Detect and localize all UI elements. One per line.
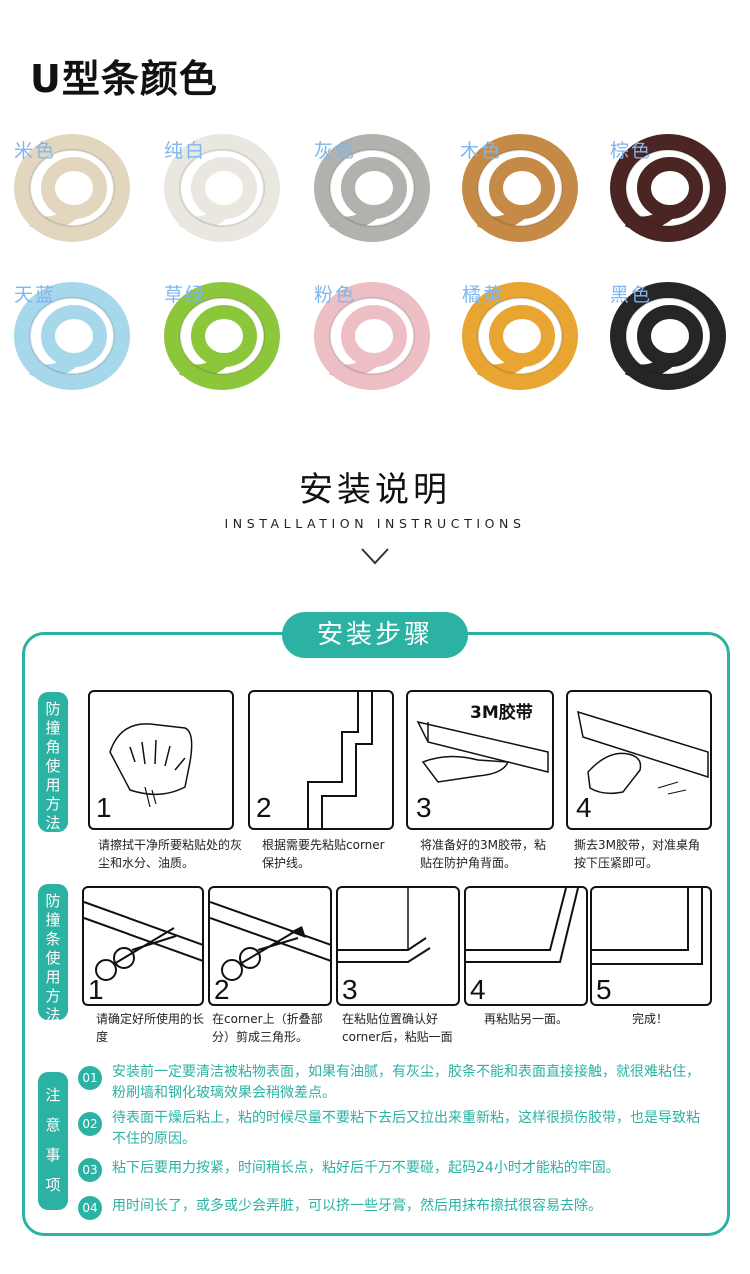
apply-other-side-illustration (466, 888, 579, 963)
color-swatch: 天蓝 (12, 278, 130, 396)
color-label: 草绿 (164, 284, 207, 306)
color-label: 纯白 (164, 140, 207, 162)
step-number: 4 (470, 974, 486, 1005)
step-caption: 在corner上（折叠部分）剪成三角形。 (212, 1012, 323, 1044)
corner-step-3: 3 (406, 690, 554, 830)
color-label: 黑色 (610, 284, 653, 306)
color-swatch: 棕色 (608, 130, 726, 248)
coil-image (314, 282, 430, 390)
color-swatch: 灰色 (312, 130, 430, 248)
notes-section-label: 注意事项 (38, 1072, 68, 1210)
corner-step-2: 2 (248, 690, 394, 830)
instructions-subtitle: INSTALLATION INSTRUCTIONS (224, 516, 526, 531)
note-text: 粘下后要用力按紧，时间稍长点，粘好后千万不要碰，起码24小时才能粘的牢固。 (112, 1160, 620, 1176)
tape-label: 3M胶带 (470, 703, 533, 723)
wiping-hand-illustration (109, 723, 193, 808)
note-number: 01 (78, 1066, 102, 1090)
step-caption: 请擦拭干净所要粘贴处的灰尘和水分、油质。 (98, 838, 243, 870)
corner-step-1: 1 (88, 690, 234, 830)
coil-image (14, 282, 130, 390)
coil-image (164, 282, 280, 390)
tape-apply-illustration (416, 720, 549, 783)
corner-cut-illustration (210, 901, 330, 981)
strip-step-4: 4 (464, 886, 588, 1006)
step-caption: 在粘贴位置确认好corner后，粘贴一面 (342, 1012, 453, 1044)
step-number: 5 (596, 974, 612, 1005)
corner-guard-illustration (307, 692, 373, 828)
coil-image (314, 134, 430, 242)
strip-section-label: 防撞条使用方法 (38, 884, 68, 1024)
step-number: 4 (576, 792, 592, 823)
step-caption: 再粘贴另一面。 (484, 1012, 569, 1026)
strip-step-3: 3 (336, 886, 460, 1006)
color-label: 米色 (14, 140, 57, 162)
note-number: 03 (78, 1158, 102, 1182)
note-number: 04 (78, 1196, 102, 1220)
step-number: 1 (88, 974, 104, 1005)
finished-edge-illustration (592, 888, 703, 965)
note-text: 安装前一定要清洁被粘物表面，如果有油腻，有灰尘，胶条不能和表面直接接触，就很难粘… (112, 1064, 700, 1101)
step-number: 2 (256, 792, 272, 823)
color-swatch: 木色 (460, 130, 578, 248)
step-caption: 将准备好的3M胶带，粘贴在防护角背面。 (420, 838, 546, 870)
step-number: 2 (214, 974, 230, 1005)
strip-step-5: 5 (590, 886, 712, 1006)
color-swatch: 粉色 (312, 278, 430, 396)
step-number: 3 (416, 792, 432, 823)
corner-section-label: 防撞角使用方法 (38, 692, 68, 832)
step-caption: 撕去3M胶带，对准桌角按下压紧即可。 (574, 838, 700, 870)
color-swatch: 橘黄 (460, 278, 578, 396)
step-caption: 请确定好所使用的长度 (96, 1012, 205, 1044)
panel-title: 安装步骤 (282, 612, 468, 658)
color-label: 粉色 (314, 284, 357, 306)
strip-step-2: 2 (208, 886, 332, 1006)
note-text: 待表面干燥后粘上，粘的时候尽量不要粘下去后又拉出来重新粘，这样很损伤胶带，也是导… (112, 1110, 700, 1147)
color-swatch: 黑色 (608, 278, 726, 396)
chevron-down-icon (361, 548, 389, 565)
color-swatch: 草绿 (162, 278, 280, 396)
coil-image (462, 134, 578, 242)
note-number: 02 (78, 1112, 102, 1136)
step-number: 3 (342, 974, 358, 1005)
corner-step-4: 4 (566, 690, 712, 830)
page-title: U型条颜色 (30, 57, 218, 101)
color-label: 木色 (460, 140, 503, 162)
color-swatch: 纯白 (162, 130, 280, 248)
step-caption: 根据需要先粘贴corner保护线。 (262, 838, 385, 870)
apply-one-side-illustration (338, 888, 431, 963)
coil-image (610, 134, 726, 242)
color-swatch: 米色 (12, 130, 130, 248)
instructions-title: 安装说明 (299, 470, 451, 510)
note-text: 用时间长了，或多或少会弄脏，可以挤一些牙膏，然后用抹布擦拭很容易去除。 (112, 1198, 602, 1214)
color-label: 灰色 (314, 140, 357, 162)
color-label: 橘黄 (462, 284, 505, 306)
coil-image (462, 282, 578, 390)
press-corner-illustration (577, 710, 709, 795)
coil-image (14, 134, 130, 242)
coil-image (164, 134, 280, 242)
color-label: 棕色 (610, 140, 653, 162)
step-number: 1 (96, 792, 112, 823)
coil-image (610, 282, 726, 390)
scissors-cut-illustration (84, 901, 202, 981)
color-label: 天蓝 (14, 284, 57, 306)
strip-step-1: 1 (82, 886, 204, 1006)
step-caption: 完成！ (632, 1012, 669, 1026)
